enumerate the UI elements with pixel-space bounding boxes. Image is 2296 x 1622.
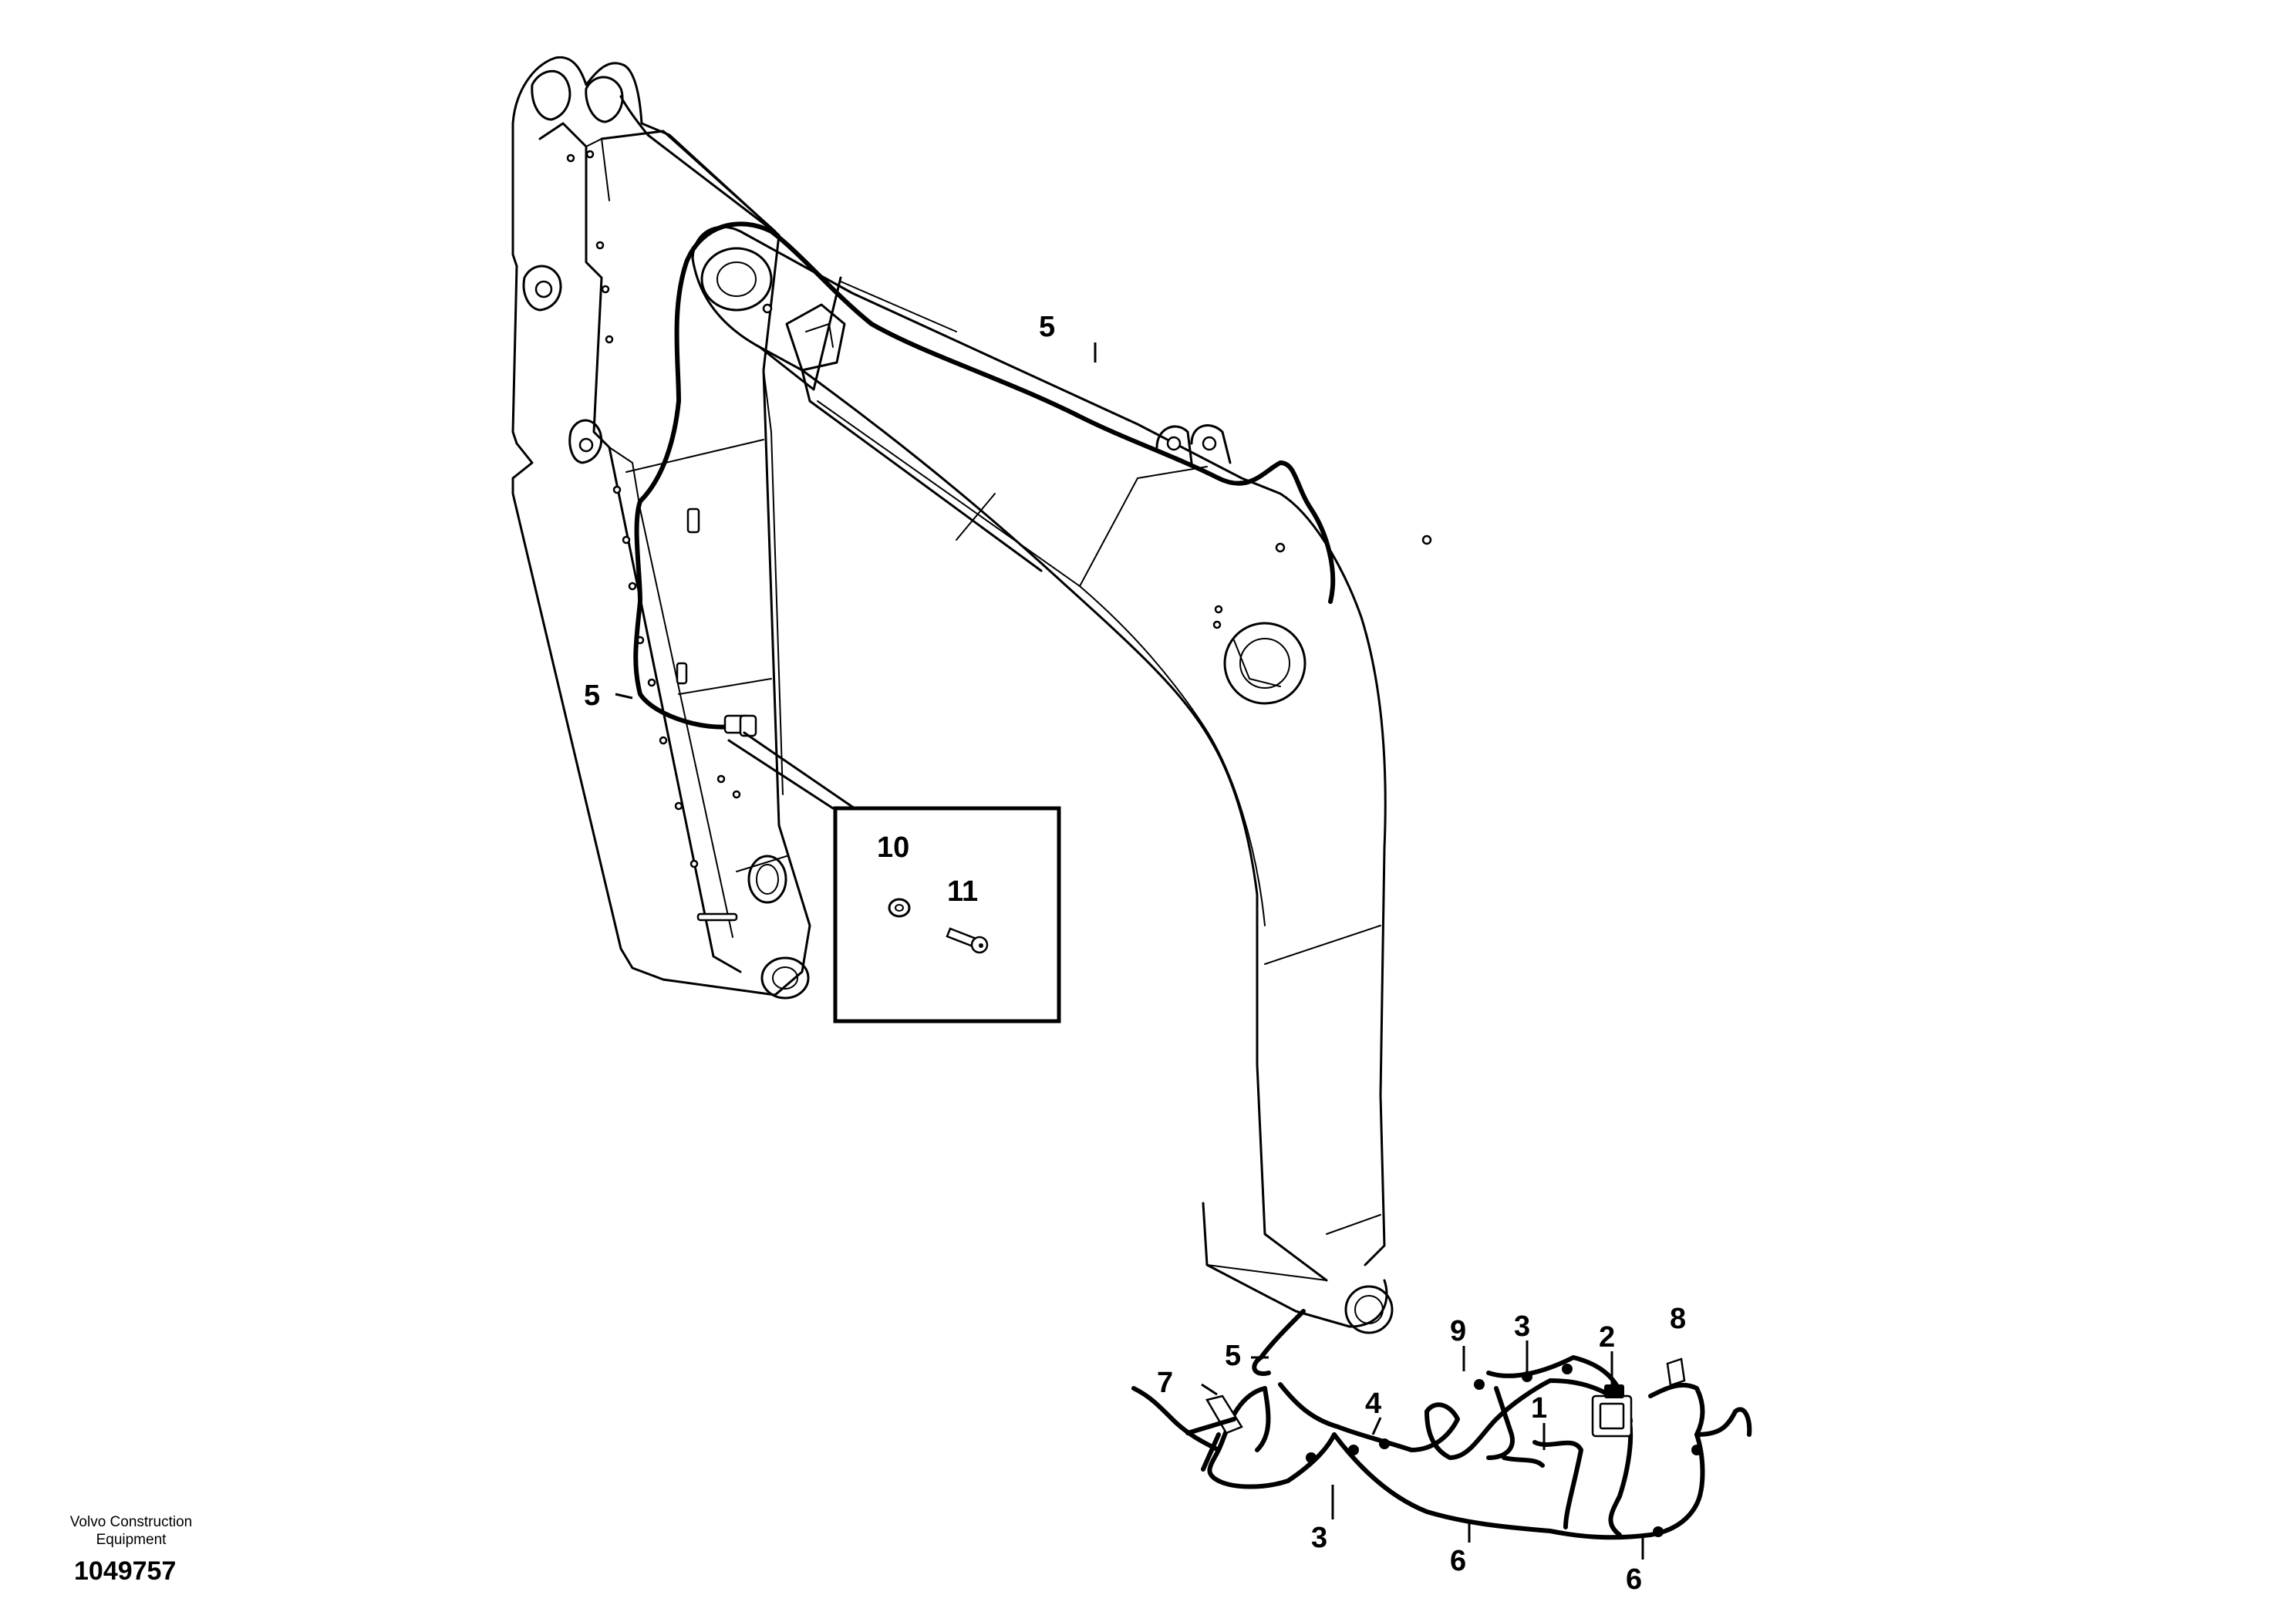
- brand-name-line1: Volvo Construction: [69, 1514, 193, 1530]
- callout-3-top: 3: [1514, 1310, 1530, 1343]
- brand-name-line2: Equipment: [96, 1532, 167, 1548]
- callout-2: 2: [1599, 1321, 1615, 1354]
- drawing-number: 1049757: [74, 1556, 177, 1586]
- callout-7: 7: [1157, 1367, 1173, 1399]
- detail-inset: [727, 731, 1061, 1023]
- callout-3-bottom: 3: [1311, 1522, 1327, 1554]
- callout-9: 9: [1450, 1315, 1466, 1347]
- cable-harness: [615, 221, 1752, 1560]
- callout-6-right: 6: [1626, 1563, 1642, 1596]
- callout-10: 10: [877, 831, 909, 864]
- callout-6-left: 6: [1450, 1545, 1466, 1577]
- callout-8: 8: [1670, 1303, 1686, 1335]
- arm-assembly: [511, 56, 811, 1000]
- callout-11: 11: [947, 875, 978, 908]
- callout-4: 4: [1365, 1388, 1381, 1420]
- callout-5-arm: 5: [584, 679, 600, 712]
- callout-labels: 5 5 10 11 5 7 4 9 3 2 8 1 3 6 6: [584, 311, 1686, 1596]
- callout-1: 1: [1531, 1392, 1547, 1425]
- boom-assembly: [691, 225, 1432, 1334]
- callout-5-lower: 5: [1225, 1340, 1241, 1372]
- callout-5-boom: 5: [1039, 311, 1055, 343]
- brand-block: Volvo Construction Equipment: [31, 1513, 231, 1549]
